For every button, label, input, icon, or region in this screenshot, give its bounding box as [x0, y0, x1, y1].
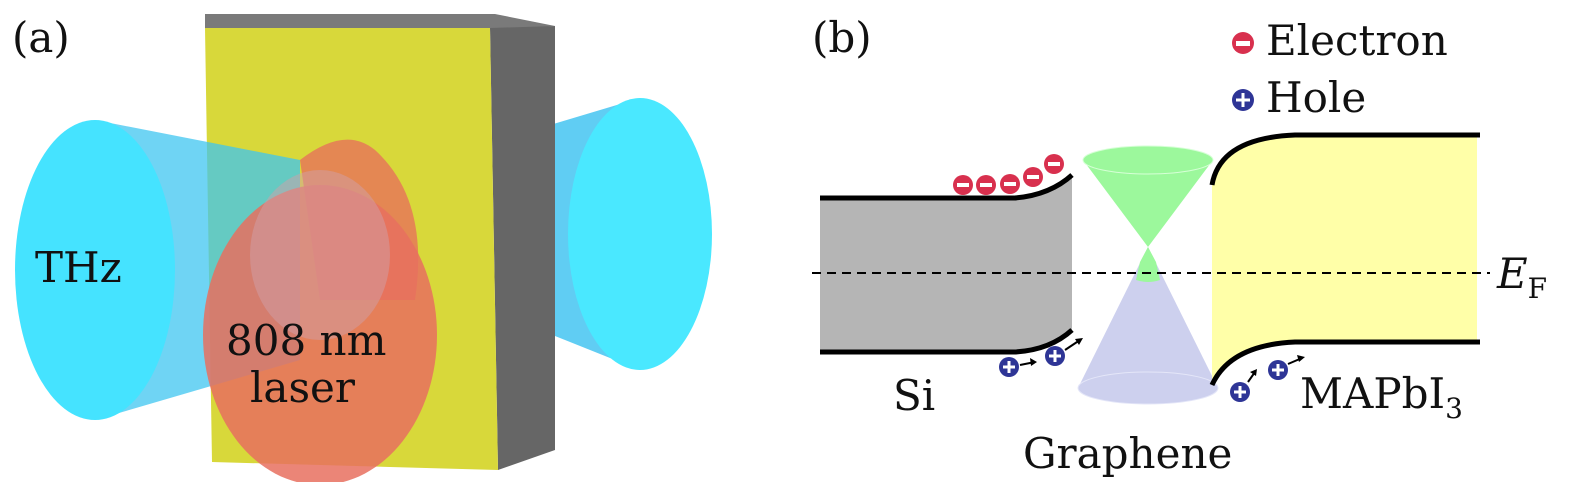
hole-icon [1268, 360, 1288, 380]
panel-b: Electron Hole (b) EF Si Graphene MAPbI3 [812, 13, 1547, 478]
electron-icon [953, 175, 973, 195]
panel-b-label: (b) [812, 13, 872, 62]
thz-beam-output [540, 98, 712, 370]
laser-beam [203, 139, 437, 482]
fermi-level-label: EF [1496, 249, 1547, 305]
hole-icon [1045, 346, 1065, 366]
hole-icon [999, 357, 1019, 377]
fermi-symbol: E [1496, 249, 1528, 298]
legend-electron-label: Electron [1266, 16, 1448, 65]
hole-legend-icon [1232, 89, 1254, 111]
electron-legend-icon [1232, 32, 1254, 54]
legend-hole-label: Hole [1266, 73, 1366, 122]
graphene-dirac-cone [1077, 145, 1219, 405]
electrons [953, 154, 1064, 195]
panel-a: (a) THz 808 nm laser [12, 13, 712, 482]
laser-label: laser [250, 363, 356, 412]
thz-label: THz [35, 243, 122, 292]
hole-icon [1230, 382, 1250, 402]
holes [999, 338, 1305, 402]
laser-wavelength-label: 808 nm [226, 316, 386, 365]
electron-icon [1023, 167, 1043, 187]
si-label: Si [893, 371, 935, 420]
electron-icon [1044, 154, 1064, 174]
panel-a-label: (a) [12, 13, 70, 62]
legend: Electron Hole [1232, 16, 1448, 122]
mapbi3-label: MAPbI3 [1300, 369, 1463, 425]
electron-icon [976, 175, 996, 195]
si-band [820, 173, 1074, 355]
mapbi3-text: MAPbI [1300, 369, 1445, 418]
graphene-label: Graphene [1023, 429, 1232, 478]
mapbi3-subscript: 3 [1445, 392, 1463, 425]
fermi-subscript: F [1528, 272, 1547, 305]
electron-icon [1000, 174, 1020, 194]
mapbi3-band [1209, 132, 1480, 387]
